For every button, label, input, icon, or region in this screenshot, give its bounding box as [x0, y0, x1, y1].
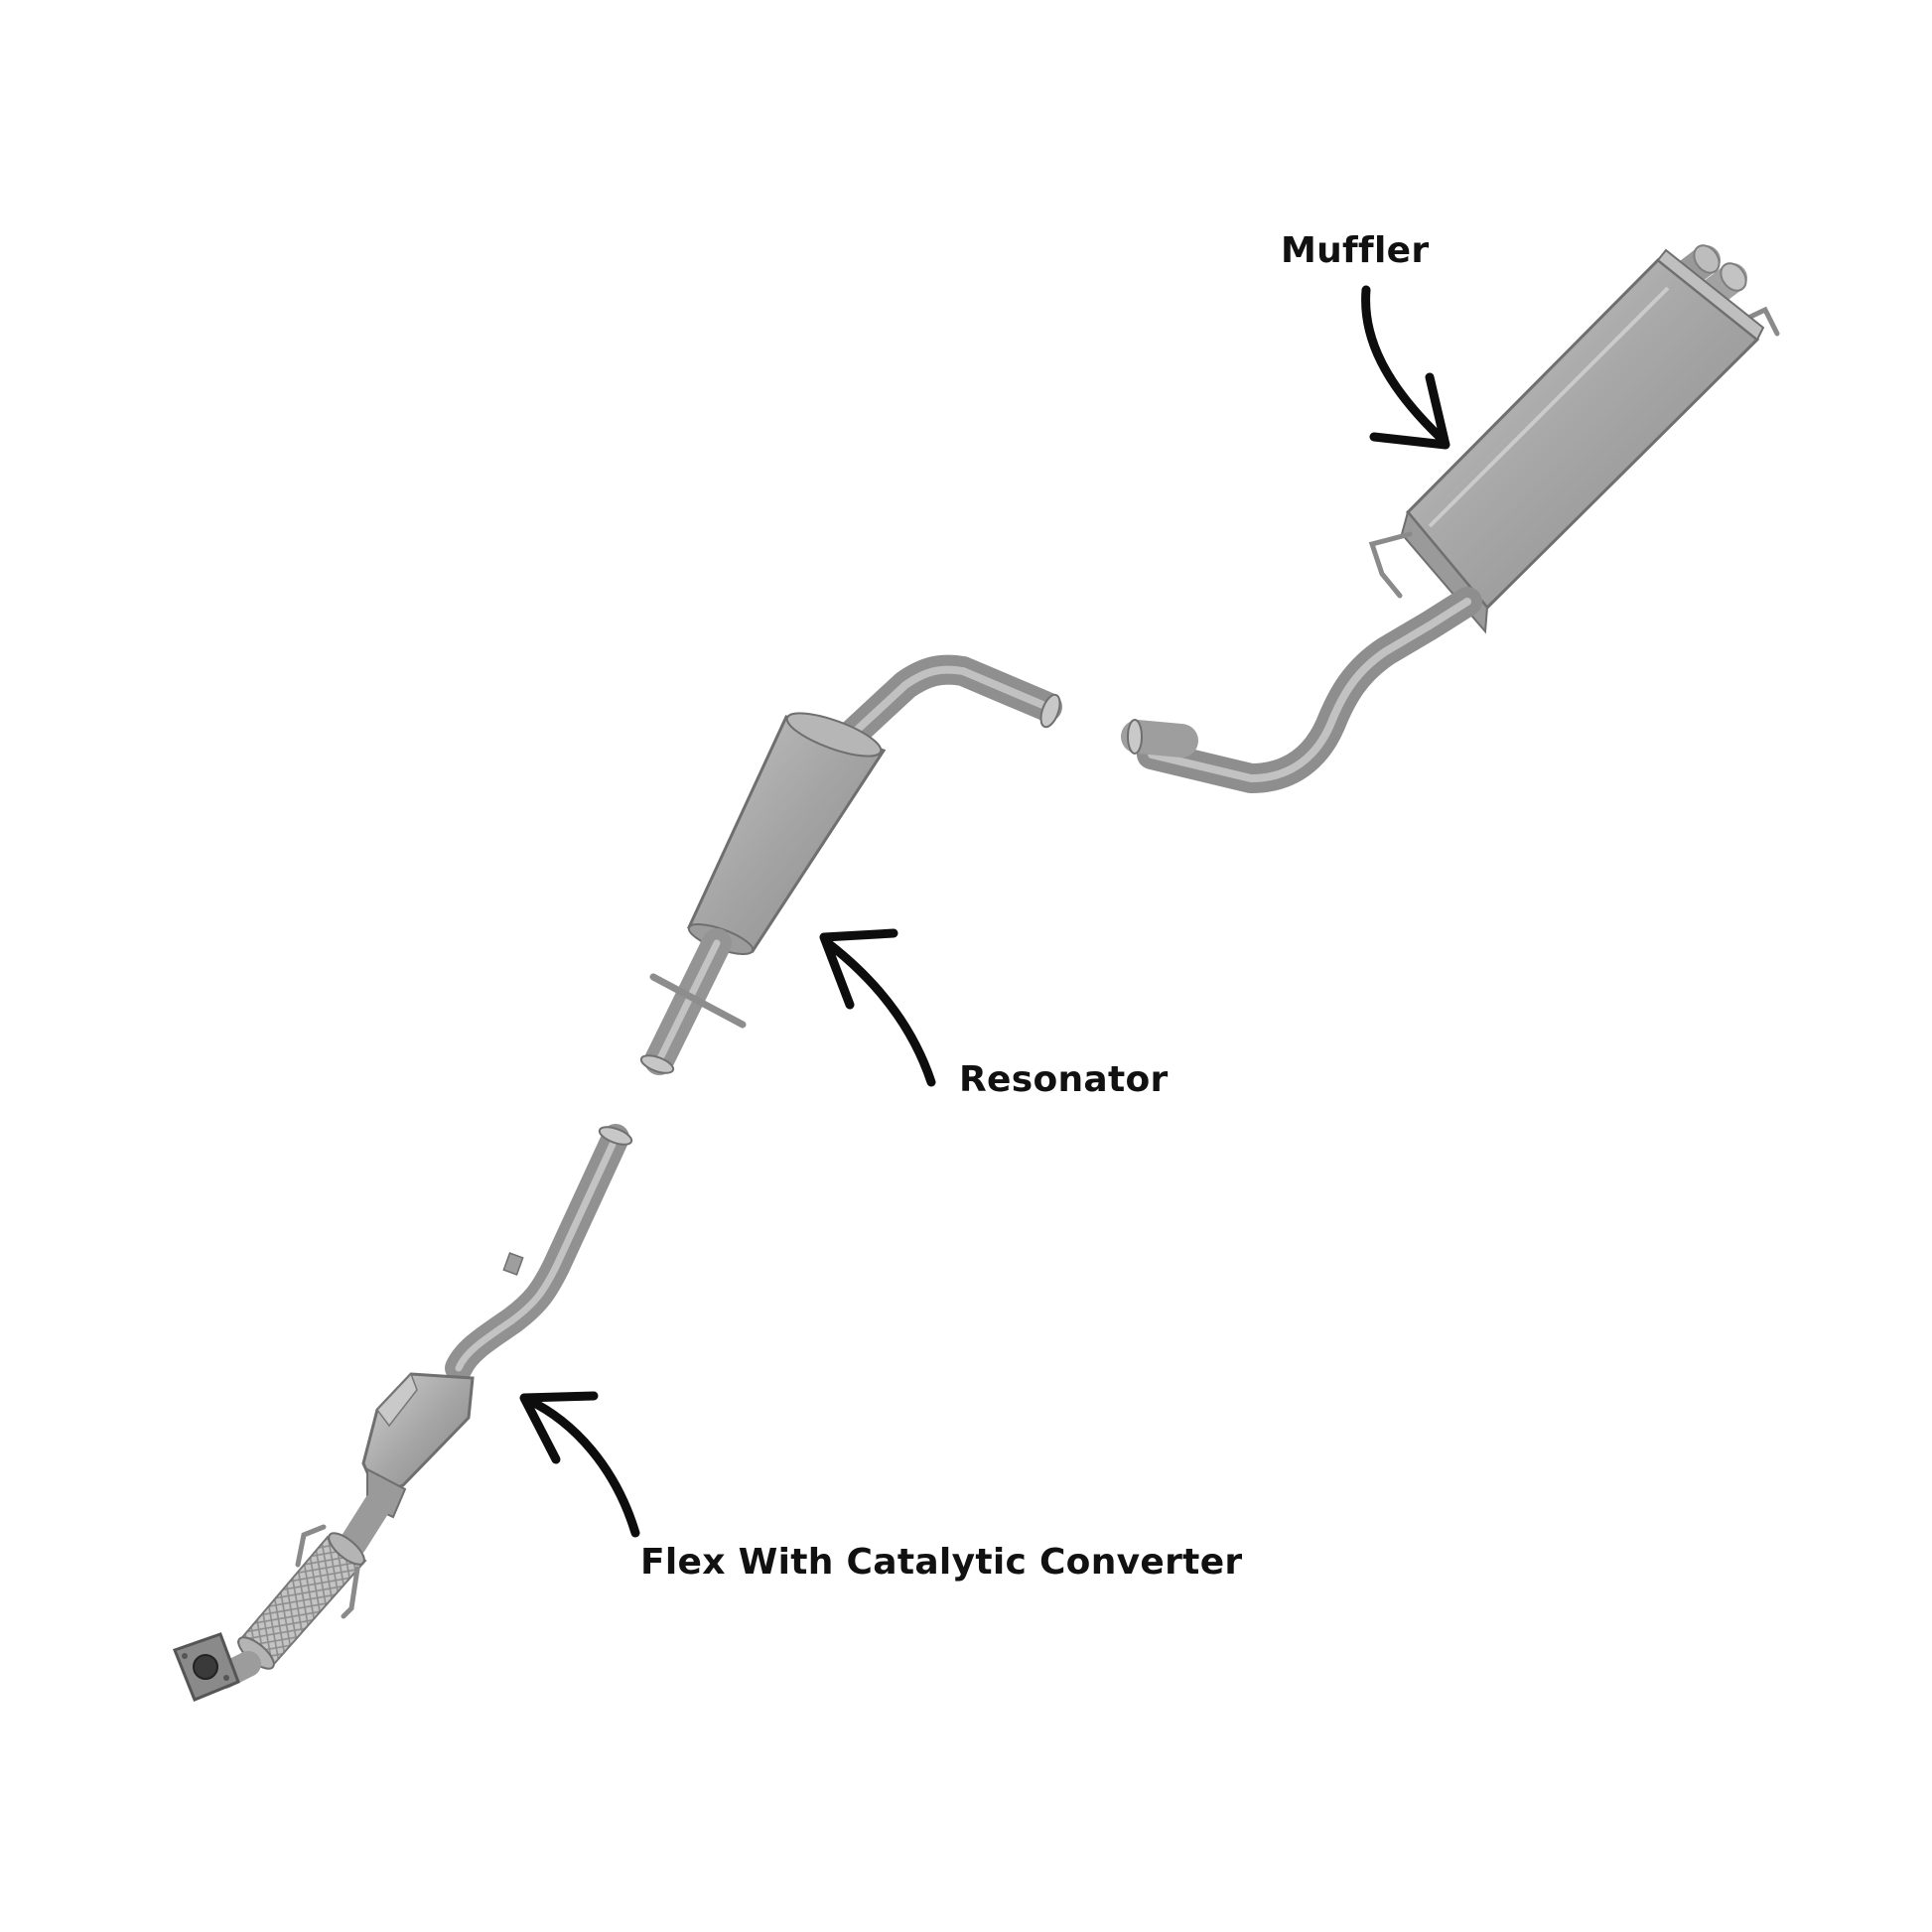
- catalytic-converter-assembly: [173, 1124, 633, 1702]
- flex-brackets: [295, 1524, 360, 1619]
- resonator-label: Resonator: [959, 1059, 1169, 1100]
- muffler-hanger: [1368, 531, 1413, 599]
- flex-catalytic-converter-label: Flex With Catalytic Converter: [640, 1542, 1243, 1583]
- front-pipe: [445, 1124, 629, 1382]
- resonator-callout-arrow: [819, 928, 936, 1087]
- flex-pipe: [236, 1532, 367, 1670]
- flex-callout-arrow: [519, 1391, 640, 1538]
- inlet-flange: [173, 1632, 240, 1702]
- muffler-body: [1400, 248, 1765, 634]
- muffler-callout-arrow: [1361, 285, 1450, 450]
- muffler-inlet-end: [1121, 720, 1198, 758]
- muffler-assembly: [1121, 244, 1780, 793]
- resonator-body: [686, 712, 887, 955]
- resonator-assembly: [639, 654, 1062, 1075]
- cat-outlet-pipe: [340, 1491, 391, 1557]
- o2-sensor-bung: [502, 1252, 524, 1276]
- resonator-hanger: [649, 973, 747, 1029]
- muffler-label: Muffler: [1281, 230, 1430, 271]
